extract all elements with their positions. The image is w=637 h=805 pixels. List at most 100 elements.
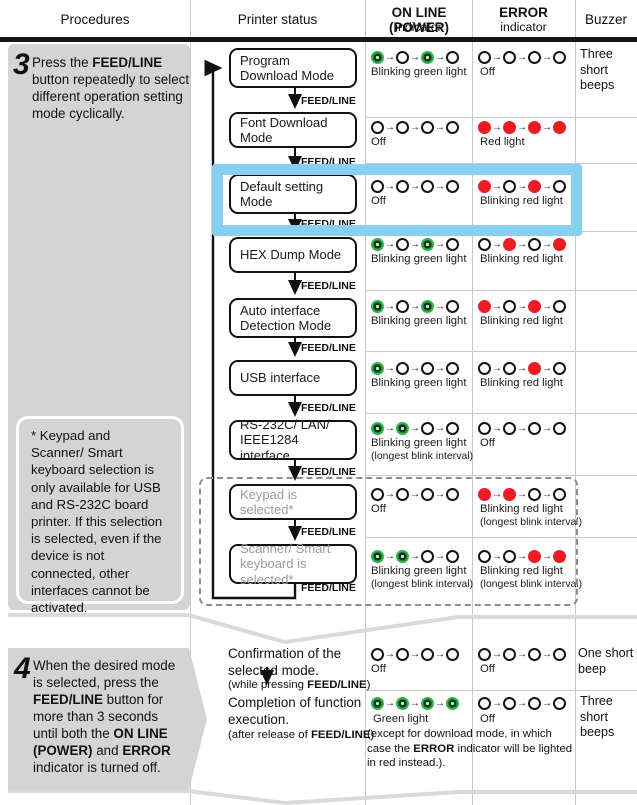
header-divider (0, 37, 637, 42)
red-light (478, 120, 491, 134)
error-indicator-lights: →→→ (478, 120, 566, 134)
arrow-icon: → (492, 51, 502, 63)
arrow-icon: → (517, 488, 527, 500)
arrow-icon: → (385, 488, 395, 500)
text-segment: and (92, 743, 123, 758)
arrow-icon: → (435, 697, 445, 709)
blinking-green-light (396, 421, 409, 435)
online-indicator-caption: Blinking green light (371, 253, 467, 265)
arrow-icon: → (410, 121, 420, 133)
off-light (553, 299, 566, 313)
arrow-icon: → (385, 422, 395, 434)
arrow-icon: → (492, 180, 502, 192)
arrow-icon: → (492, 300, 502, 312)
off-light (446, 647, 459, 661)
online-indicator-lights: →→→ (371, 237, 459, 251)
error-indicator-lights: →→→ (478, 696, 566, 710)
arrow-icon: → (517, 180, 527, 192)
arrow-icon: → (410, 697, 420, 709)
online-indicator-lights: →→→ (371, 421, 459, 435)
highlight-frame-default-setting-mode (212, 164, 582, 236)
blinking-green-light (371, 549, 384, 563)
arrow-icon: → (410, 238, 420, 250)
red-light (503, 487, 516, 501)
feed-line-label: FEED/LINE (301, 280, 356, 292)
arrow-icon: → (435, 121, 445, 133)
error-indicator-lights: →→→ (478, 361, 566, 375)
arrow-icon: → (435, 488, 445, 500)
off-light (528, 696, 541, 710)
online-indicator-caption: Off (371, 195, 386, 207)
arrow-icon: → (517, 697, 527, 709)
arrow-icon: → (410, 648, 420, 660)
off-light (503, 361, 516, 375)
off-light (421, 361, 434, 375)
online-indicator-lights: →→→ (371, 647, 459, 661)
text-segment: indicator is turned off. (33, 760, 161, 775)
error-indicator-caption: Blinking red light (480, 377, 563, 389)
blinking-green-light (371, 237, 384, 251)
off-light (446, 237, 459, 251)
arrow-icon: → (542, 648, 552, 660)
arrow-icon: → (385, 180, 395, 192)
error-indicator-lights: →→→ (478, 487, 566, 501)
red-light (553, 549, 566, 563)
arrow-icon: → (542, 550, 552, 562)
text-segment: FEED/LINE (33, 692, 103, 707)
off-light (528, 421, 541, 435)
arrow-icon: → (542, 300, 552, 312)
header-online-indicator-sub: indicator (395, 20, 442, 34)
online-indicator-lights: →→→ (371, 549, 459, 563)
feed-line-label: FEED/LINE (301, 402, 356, 414)
arrow-icon: → (492, 121, 502, 133)
arrow-icon: → (492, 697, 502, 709)
arrow-icon: → (435, 300, 445, 312)
off-light (528, 237, 541, 251)
text-segment: ERROR (413, 742, 455, 755)
buzzer-cell: Three short beeps (580, 694, 615, 739)
feed-line-label: FEED/LINE (301, 526, 356, 538)
off-light (478, 421, 491, 435)
off-light (396, 487, 409, 501)
online-indicator-caption: Blinking green light (371, 377, 467, 389)
mode-box-font-download: Font Download Mode (229, 112, 357, 148)
confirmation-status-subtext: (while pressing FEED/LINE) (228, 679, 370, 691)
text-segment: (except for download mode, in which case… (367, 728, 552, 755)
error-indicator-caption2: (longest blink interval) (480, 516, 583, 528)
red-light (553, 120, 566, 134)
arrow-icon: → (517, 648, 527, 660)
text-segment: indicator will be lighted in red instead… (367, 742, 573, 770)
off-light (503, 549, 516, 563)
error-indicator-caption: Red light (480, 136, 525, 148)
off-light (503, 421, 516, 435)
error-indicator-caption: Blinking red light (480, 503, 563, 515)
off-light (371, 487, 384, 501)
error-indicator-lights: →→→ (478, 549, 566, 563)
arrow-icon: → (517, 362, 527, 374)
completion-status-subtext: (after release of FEED/LINE) (228, 729, 374, 741)
error-indicator-lights: →→→ (478, 179, 566, 193)
keypad-scanner-footnote: * Keypad and Scanner/ Smart keyboard sel… (16, 416, 184, 615)
red-light (528, 549, 541, 563)
text-segment: ) (366, 679, 371, 691)
blinking-green-light (371, 299, 384, 313)
off-light (478, 237, 491, 251)
online-indicator-caption: Green light (373, 713, 429, 725)
arrow-icon: → (492, 238, 502, 250)
arrow-icon: → (410, 362, 420, 374)
step4-instruction: When the desired mode is selected, press… (33, 657, 185, 776)
blinking-green-light (371, 421, 384, 435)
off-light (503, 647, 516, 661)
header-printer-status: Printer status (237, 12, 318, 27)
arrow-icon: → (385, 121, 395, 133)
online-indicator-lights: →→→ (371, 50, 459, 64)
off-light (446, 361, 459, 375)
step3-instruction: Press the FEED/LINE button repeatedly to… (32, 54, 190, 122)
off-light (421, 120, 434, 134)
mode-box-scanner-smart-keyboard-selected: Scanner/ Smart keyboard is selected* (229, 541, 357, 587)
arrow-icon: → (542, 121, 552, 133)
optional-selection-group-border (199, 477, 578, 606)
off-light (371, 647, 384, 661)
error-indicator-caption: Off (480, 663, 495, 675)
